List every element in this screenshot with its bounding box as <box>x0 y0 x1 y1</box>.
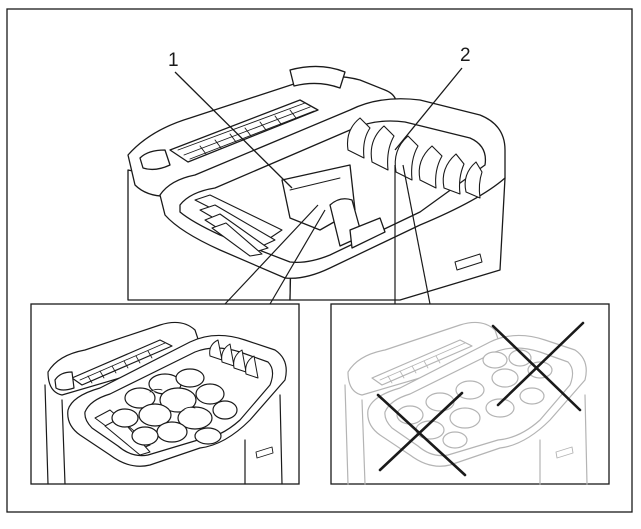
lower-tray <box>349 217 386 249</box>
callout-label-1: 1 <box>168 50 179 71</box>
left-fin-array <box>194 194 283 257</box>
right-fin-array <box>346 117 483 199</box>
panel-incorrect-stacking <box>330 303 610 485</box>
callout-leader-1 <box>174 71 293 189</box>
panel-correct-stacking <box>30 303 300 485</box>
callout-leader-2 <box>394 67 463 151</box>
brand-badge <box>454 253 483 271</box>
rear-handle-right <box>289 65 346 89</box>
main-heater-illustration <box>127 65 506 301</box>
zoom-line-left-b <box>269 209 326 305</box>
cross-mark-icon <box>376 391 467 477</box>
cross-mark-icon <box>491 321 585 412</box>
rear-handle <box>139 149 171 171</box>
zoom-line-left-a <box>224 204 319 305</box>
callout-label-2: 2 <box>460 45 471 66</box>
zoom-line-right-b <box>402 164 431 305</box>
